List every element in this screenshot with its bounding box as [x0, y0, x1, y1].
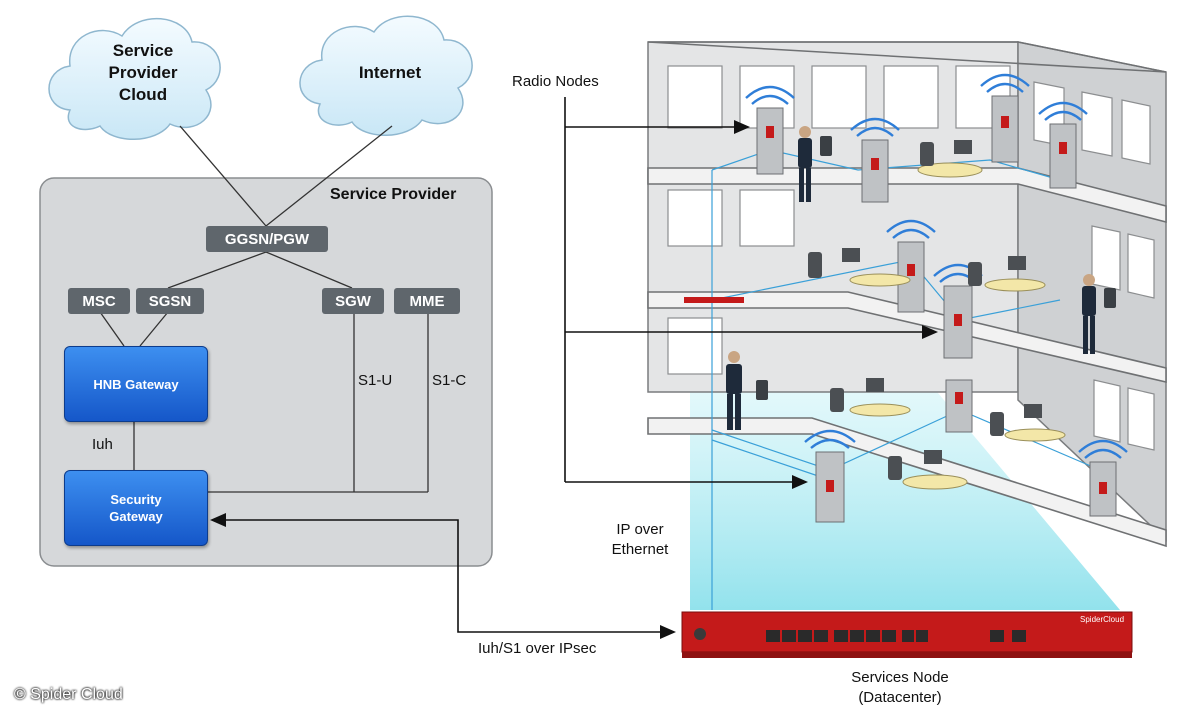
mme-node: MME: [394, 288, 460, 314]
service-provider-title: Service Provider: [330, 186, 457, 203]
core-links: [99, 125, 429, 493]
ipsec-arrowhead-right: [660, 625, 676, 639]
services-node-label: Services Node (Datacenter): [851, 669, 949, 706]
services-node-brand: SpiderCloud: [1080, 615, 1125, 624]
ip-over-ethernet-label: IP over Ethernet: [611, 521, 669, 558]
internet-cloud-label: Internet: [358, 63, 422, 82]
copyright-notice: © Spider Cloud: [14, 686, 123, 703]
services-node-device: [681, 611, 1133, 658]
ipsec-link: [222, 519, 672, 633]
s1c-label: S1-C: [432, 372, 467, 389]
sgw-node: SGW: [322, 288, 384, 314]
radio-nodes-label: Radio Nodes: [512, 73, 599, 90]
service-provider-cloud-label: Service Provider Cloud: [108, 41, 178, 104]
msc-node: MSC: [68, 288, 130, 314]
ggsn-pgw-node: GGSN/PGW: [206, 226, 328, 252]
s1u-label: S1-U: [358, 372, 393, 389]
service-provider-panel: [39, 177, 493, 567]
people: [726, 126, 1096, 430]
service-provider-cloud-shape: [48, 17, 221, 140]
radio-node-arrows: [564, 97, 926, 483]
sgsn-node: SGSN: [136, 288, 204, 314]
security-gateway: Security Gateway: [64, 470, 208, 546]
iuh-label: Iuh: [92, 436, 113, 453]
internet-cloud-shape: [299, 15, 473, 136]
hnb-gateway: HNB Gateway: [64, 346, 208, 422]
ipsec-arrowhead-left: [210, 513, 226, 527]
wifi-arcs: [745, 73, 1128, 459]
ipsec-link-label: Iuh/S1 over IPsec: [478, 640, 597, 657]
desks: [849, 162, 1066, 490]
chairs-monitors: [808, 140, 1042, 480]
radio-node-units: [756, 95, 1117, 523]
